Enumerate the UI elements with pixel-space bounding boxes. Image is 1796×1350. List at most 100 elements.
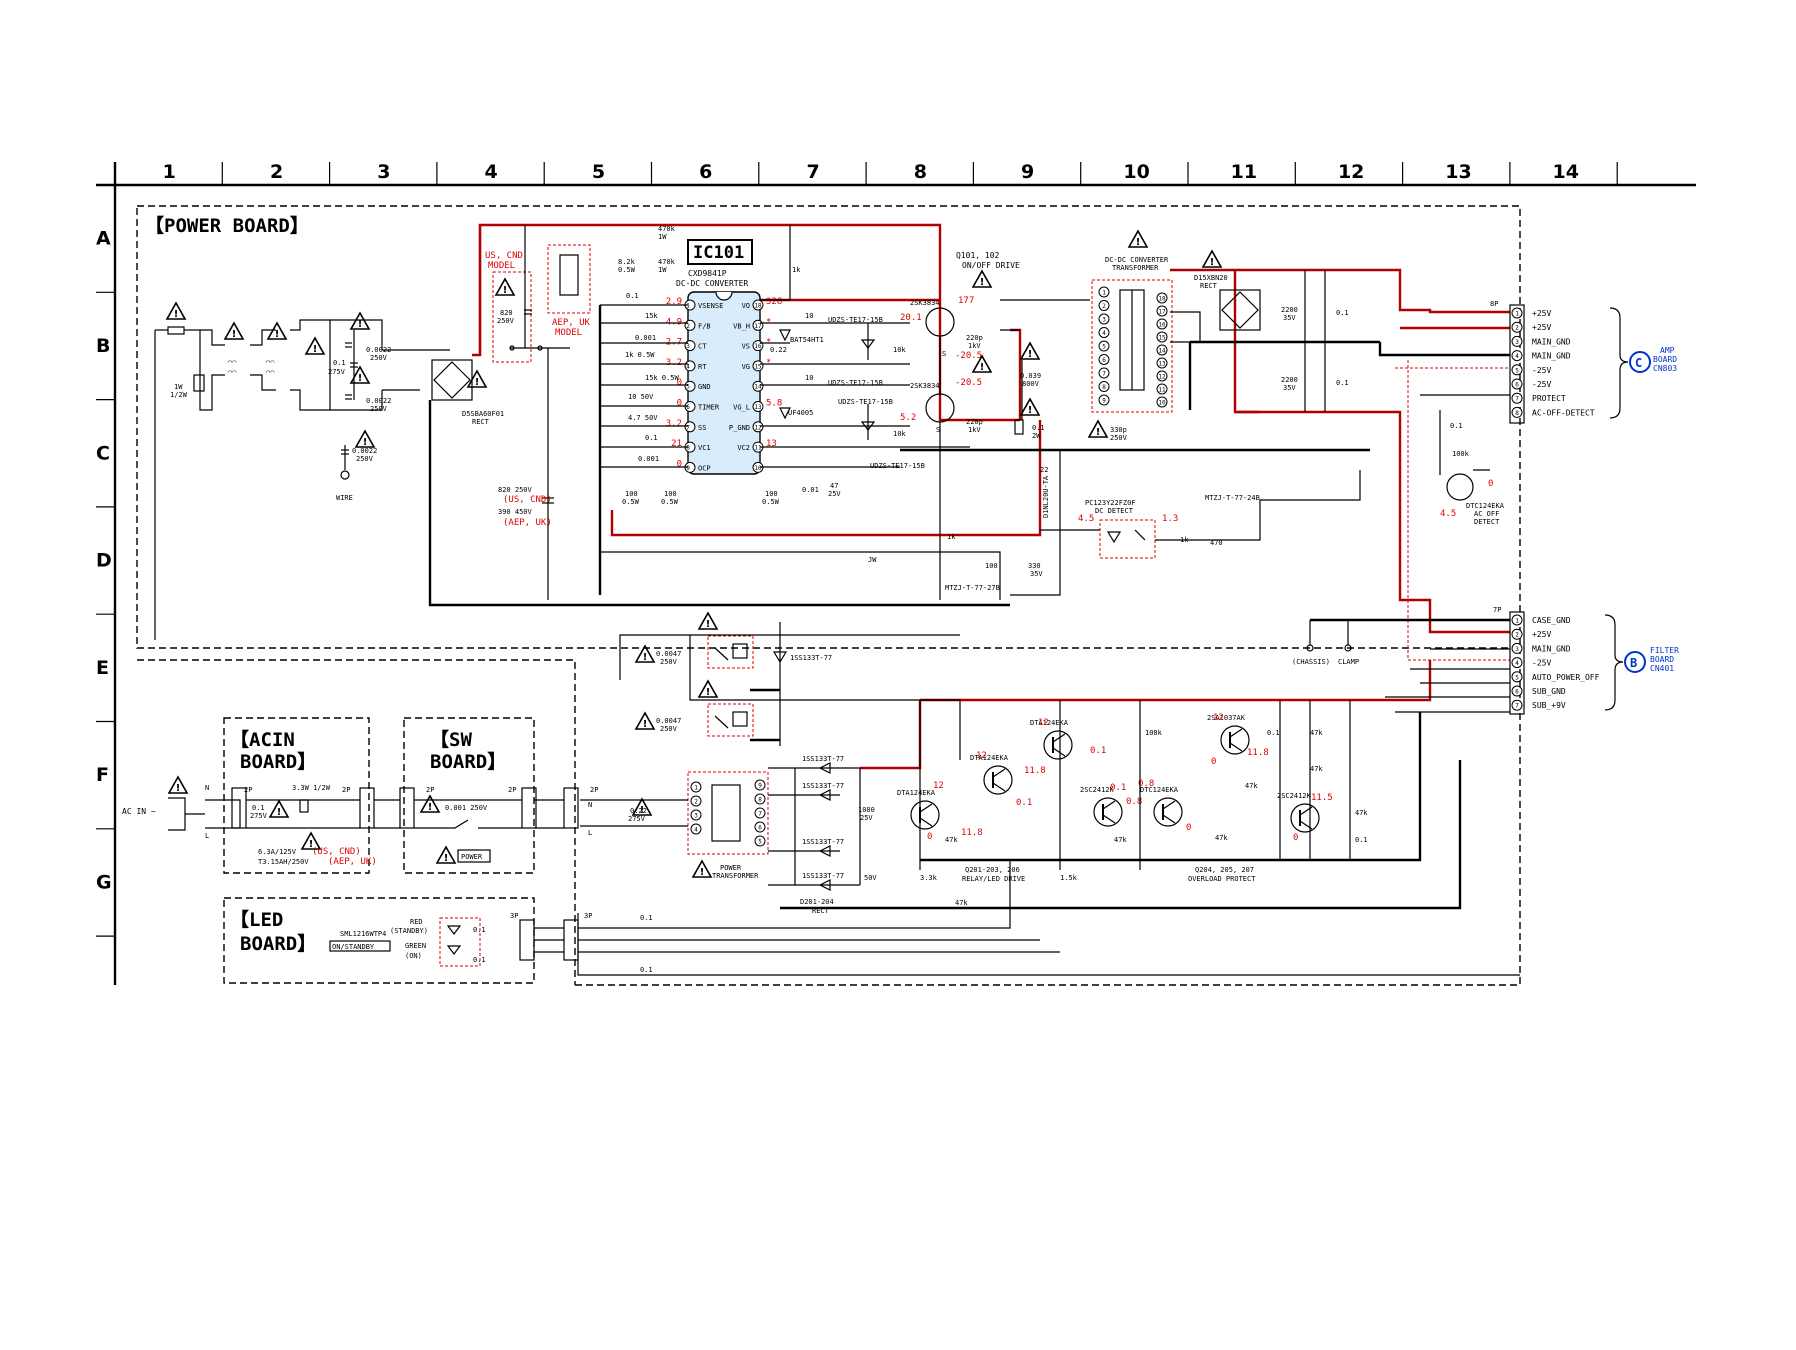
- svg-text:13: 13: [1158, 361, 1166, 368]
- svg-text:AC OFF: AC OFF: [1474, 510, 1499, 518]
- ic-pin-voltage: 328: [766, 297, 782, 307]
- column-label: 11: [1231, 161, 1257, 183]
- transistor-voltage: 0.1: [1090, 746, 1106, 756]
- svg-text:3: 3: [1102, 317, 1106, 324]
- svg-text:DC-DC CONVERTER: DC-DC CONVERTER: [1105, 256, 1169, 264]
- svg-text:Q101, 102: Q101, 102: [956, 251, 1000, 260]
- svg-text:0.0022: 0.0022: [366, 346, 391, 354]
- svg-text:0.0047: 0.0047: [656, 717, 681, 725]
- drive-labels: Q201-203, 206 RELAY/LED DRIVE Q204, 205,…: [780, 648, 1510, 910]
- svg-text:US, CND: US, CND: [485, 251, 523, 261]
- svg-text:3: 3: [1515, 646, 1519, 653]
- ic-pin-name: VB_H: [733, 322, 750, 330]
- ic-pin-voltage: *: [766, 358, 771, 368]
- svg-text:CN803: CN803: [1653, 364, 1677, 373]
- svg-text:Q204, 205, 207: Q204, 205, 207: [1195, 866, 1254, 874]
- svg-text:2P: 2P: [590, 786, 598, 794]
- column-label: 10: [1123, 161, 1149, 183]
- connector-pin-label: +25V: [1532, 630, 1551, 639]
- svg-text:11: 11: [754, 445, 762, 452]
- ic-pin-name: VC2: [737, 444, 750, 452]
- svg-text:8.2k: 8.2k: [618, 258, 636, 266]
- svg-text:6: 6: [1515, 689, 1519, 696]
- svg-text:1k: 1k: [947, 533, 956, 541]
- svg-text:250V: 250V: [370, 354, 388, 362]
- chassis-clamp: (CHASSIS) CLAMP: [1292, 618, 1510, 666]
- svg-text:BOARD】: BOARD】: [430, 750, 506, 773]
- svg-text:15k: 15k: [645, 312, 658, 320]
- svg-text:0.1: 0.1: [1450, 422, 1463, 430]
- power-transformer-pin: [754, 779, 766, 791]
- svg-text:0.1: 0.1: [645, 434, 658, 442]
- svg-text:8: 8: [686, 445, 690, 452]
- connector-pin: [1511, 685, 1523, 697]
- svg-text:TRANSFORMER: TRANSFORMER: [1112, 264, 1159, 272]
- svg-text:2P: 2P: [508, 786, 516, 794]
- ic-pin-name: SS: [698, 424, 706, 432]
- svg-text:2W: 2W: [1032, 432, 1041, 440]
- transistor: [1290, 803, 1320, 833]
- transistor-voltage: 0.8: [1138, 779, 1154, 789]
- transistor-voltage: 11.8: [961, 828, 983, 838]
- svg-text:0.1: 0.1: [640, 914, 653, 922]
- ic-pin-name: VSENSE: [698, 302, 723, 310]
- svg-text:275V: 275V: [328, 368, 346, 376]
- svg-text:2: 2: [686, 323, 690, 330]
- svg-text:RECT: RECT: [812, 907, 830, 915]
- transformer-pin: [1156, 331, 1168, 343]
- transistor-voltage: 0.8: [1126, 797, 1142, 807]
- svg-text:47: 47: [830, 482, 838, 490]
- ic-pin-voltage: 13: [766, 439, 777, 449]
- column-label: 3: [377, 161, 390, 183]
- transistor-voltage: 11.8: [1247, 748, 1269, 758]
- svg-text:S: S: [942, 350, 946, 358]
- svg-text:5: 5: [1515, 367, 1519, 374]
- ic-pin-voltage: 2.9: [666, 297, 682, 307]
- transistor-voltage: 0: [927, 832, 932, 842]
- power-transformer-pin: [754, 793, 766, 805]
- svg-text:0.1: 0.1: [473, 926, 486, 934]
- ic-pin-name: VO: [742, 302, 750, 310]
- svg-text:0.5W: 0.5W: [618, 266, 636, 274]
- svg-text:7P: 7P: [1493, 606, 1501, 614]
- svg-text:7: 7: [1515, 396, 1519, 403]
- transistor: [1093, 797, 1123, 827]
- svg-text:250V: 250V: [356, 455, 374, 463]
- svg-text:0.1: 0.1: [640, 966, 653, 974]
- svg-text:(AEP, UK): (AEP, UK): [328, 857, 377, 867]
- svg-text:7: 7: [758, 811, 762, 818]
- connector-pin-label: MAIN_GND: [1532, 352, 1571, 361]
- transistor-voltage: 0: [1186, 823, 1191, 833]
- svg-text:177: 177: [958, 296, 974, 306]
- svg-text:18: 18: [1158, 296, 1166, 303]
- svg-text:4: 4: [1515, 353, 1519, 360]
- svg-text:10 50V: 10 50V: [628, 393, 654, 401]
- svg-text:35V: 35V: [1283, 314, 1296, 322]
- ic-ref: IC101: [693, 243, 744, 263]
- power-board-ac-connector: [563, 787, 579, 829]
- column-label: 13: [1445, 161, 1471, 183]
- connector-pin-label: CASE_GND: [1532, 616, 1571, 625]
- ic-pin-voltage: 4.9: [666, 317, 682, 327]
- svg-text:8: 8: [1515, 410, 1519, 417]
- svg-text:2: 2: [1515, 325, 1519, 332]
- transistor: [910, 800, 940, 830]
- svg-text:7: 7: [1102, 371, 1106, 378]
- svg-text:BAT54HT1: BAT54HT1: [790, 336, 824, 344]
- svg-text:D5SBA60F01: D5SBA60F01: [462, 410, 504, 418]
- ac-filter-section: 1W 1/2W ⌒⌒ ⌒⌒ ⌒⌒ ⌒⌒ 0.1 275V 0.0022 250V…: [154, 302, 450, 640]
- column-label: 1: [163, 161, 176, 183]
- connector-pin-label: SUB_GND: [1532, 687, 1566, 696]
- connector-pin: [1511, 628, 1523, 640]
- power-transformer-pin: [754, 835, 766, 847]
- svg-text:POWER: POWER: [461, 853, 483, 861]
- transistor-voltage: 0: [1211, 757, 1216, 767]
- connector-pin-label: AC-OFF-DETECT: [1532, 408, 1595, 417]
- svg-text:Q201-203, 206: Q201-203, 206: [965, 866, 1020, 874]
- transistor: [983, 765, 1013, 795]
- svg-text:⌒⌒: ⌒⌒: [266, 368, 274, 376]
